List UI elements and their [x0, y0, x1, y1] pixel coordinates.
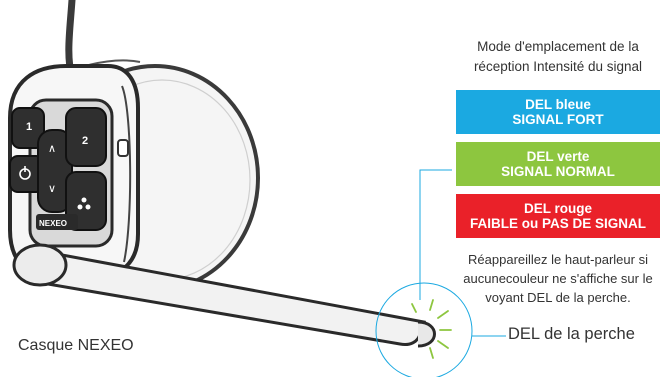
led-blue-status: SIGNAL FORT	[512, 112, 604, 127]
power-icon	[19, 166, 31, 180]
button-2	[65, 107, 107, 167]
boom-pivot	[12, 243, 68, 287]
brand-badge	[36, 214, 78, 230]
led-red-box: DEL rouge FAIBLE ou PAS DE SIGNAL	[456, 194, 660, 238]
volume-rocker	[37, 129, 73, 213]
boom-arm	[29, 250, 426, 346]
mode-header: Mode d'emplacement de la réception Inten…	[473, 39, 643, 74]
pointer-to-legend	[419, 169, 452, 300]
led-green-box: DEL verte SIGNAL NORMAL	[456, 142, 660, 186]
button-1-label: 1	[26, 121, 32, 133]
led-red-status: FAIBLE ou PAS DE SIGNAL	[469, 216, 646, 231]
led-green-status: SIGNAL NORMAL	[501, 164, 615, 179]
led-green-title: DEL verte	[526, 149, 590, 164]
headset-label: Casque NEXEO	[18, 337, 134, 354]
boom-led-icon	[411, 299, 452, 359]
up-arrow-icon: ∧	[48, 142, 56, 155]
button-1	[11, 107, 45, 149]
led-blue-title: DEL bleue	[525, 97, 591, 112]
boom-led-label: DEL de la perche	[508, 325, 635, 343]
button-2-label: 2	[82, 135, 88, 147]
group-icon	[77, 197, 91, 210]
pairing-note: Réappareillez le haut-parleur si aucunec…	[463, 252, 653, 305]
down-arrow-icon: ∨	[48, 182, 56, 195]
boom-led-highlight	[375, 282, 473, 377]
led-blue-box: DEL bleue SIGNAL FORT	[456, 90, 660, 134]
brand-badge-text: NEXEO	[39, 219, 67, 228]
led-red-title: DEL rouge	[523, 201, 592, 216]
